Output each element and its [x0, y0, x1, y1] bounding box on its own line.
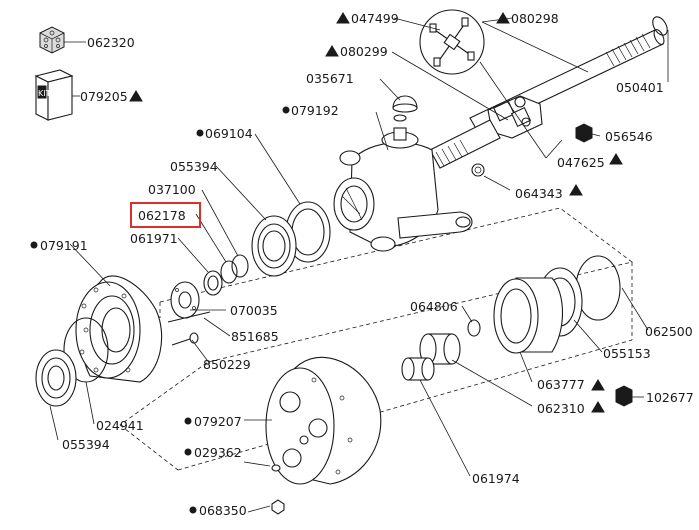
label-047625[interactable]: 047625 — [557, 155, 605, 170]
triangle-marker-icon — [569, 184, 583, 196]
repair-part-icon — [39, 26, 65, 54]
label-064806[interactable]: 064806 — [410, 299, 458, 314]
carrier-079207 — [265, 356, 382, 485]
bullet-marker-icon — [30, 241, 38, 249]
cross-joint-inset — [419, 9, 485, 75]
label-080298[interactable]: 080298 — [511, 11, 559, 26]
label-062310[interactable]: 062310 — [537, 401, 585, 416]
label-061971[interactable]: 061971 — [130, 231, 178, 246]
part-labels: 062320 079205 047499 080298 080299 05040… — [40, 11, 694, 518]
label-079205[interactable]: 079205 — [80, 89, 128, 104]
gear-061974 — [401, 357, 435, 381]
label-062178[interactable]: 062178 — [138, 208, 186, 223]
label-024941[interactable]: 024941 — [96, 418, 144, 433]
label-050401[interactable]: 050401 — [616, 80, 664, 95]
label-079207[interactable]: 079207 — [194, 414, 242, 429]
grease-cap-035671 — [392, 95, 418, 113]
triangle-marker-icon — [336, 12, 350, 24]
label-079192[interactable]: 079192 — [291, 103, 339, 118]
plate-070035 — [170, 281, 200, 319]
bolt-064343 — [471, 163, 485, 177]
label-056546[interactable]: 056546 — [605, 129, 653, 144]
ring-062178 — [220, 260, 238, 284]
label-102677[interactable]: 102677 — [646, 390, 694, 405]
bullet-marker-icon — [184, 417, 192, 425]
triangle-marker-icon — [129, 90, 143, 102]
label-035671[interactable]: 035671 — [306, 71, 354, 86]
label-055394-lower[interactable]: 055394 — [62, 437, 110, 452]
label-070035[interactable]: 070035 — [230, 303, 278, 318]
leader-lines — [49, 17, 669, 513]
label-068350[interactable]: 068350 — [199, 503, 247, 518]
label-029362[interactable]: 029362 — [194, 445, 242, 460]
label-851685[interactable]: 851685 — [231, 329, 279, 344]
label-047499[interactable]: 047499 — [351, 11, 399, 26]
label-062500[interactable]: 062500 — [645, 324, 693, 339]
hex-nut-102677 — [615, 385, 633, 407]
triangle-marker-icon — [496, 12, 510, 24]
label-850229[interactable]: 850229 — [203, 357, 251, 372]
label-055394-upper[interactable]: 055394 — [170, 159, 218, 174]
ring-061971 — [203, 270, 223, 296]
triangle-marker-icon — [609, 153, 623, 165]
steering-knuckle — [333, 114, 473, 252]
triangle-marker-icon — [591, 401, 605, 413]
screw-029362 — [271, 464, 281, 472]
ring-064806 — [467, 319, 481, 337]
label-061974[interactable]: 061974 — [472, 471, 520, 486]
ring-037100 — [231, 254, 249, 278]
bearing-055394-upper — [251, 215, 297, 277]
hub-079191 — [75, 275, 163, 383]
label-079191[interactable]: 079191 — [40, 238, 88, 253]
kit-box-icon: KIT — [34, 69, 74, 121]
nut-068350 — [271, 499, 285, 515]
label-064343[interactable]: 064343 — [515, 186, 563, 201]
universal-joint — [429, 95, 543, 169]
hex-nut-056546 — [575, 123, 593, 143]
triangle-marker-icon — [591, 379, 605, 391]
bullet-marker-icon — [196, 129, 204, 137]
label-063777[interactable]: 063777 — [537, 377, 585, 392]
markers — [30, 12, 623, 514]
ring-062500 — [575, 255, 621, 321]
highlight-box-062178[interactable] — [130, 202, 201, 228]
gear-062310 — [419, 333, 461, 365]
label-080299[interactable]: 080299 — [340, 44, 388, 59]
snap-ring-050401 — [652, 16, 668, 36]
ring-gear-063777 — [493, 277, 564, 354]
label-062320[interactable]: 062320 — [87, 35, 135, 50]
pin-851685 — [167, 311, 211, 323]
bullet-marker-icon — [189, 506, 197, 514]
label-055153[interactable]: 055153 — [603, 346, 651, 361]
triangle-marker-icon — [325, 45, 339, 57]
bearing-055394-lower — [35, 349, 77, 407]
label-069104[interactable]: 069104 — [205, 126, 253, 141]
bullet-marker-icon — [282, 106, 290, 114]
kit-box-text: KIT — [38, 89, 51, 98]
bullet-marker-icon — [184, 448, 192, 456]
label-037100[interactable]: 037100 — [148, 182, 196, 197]
